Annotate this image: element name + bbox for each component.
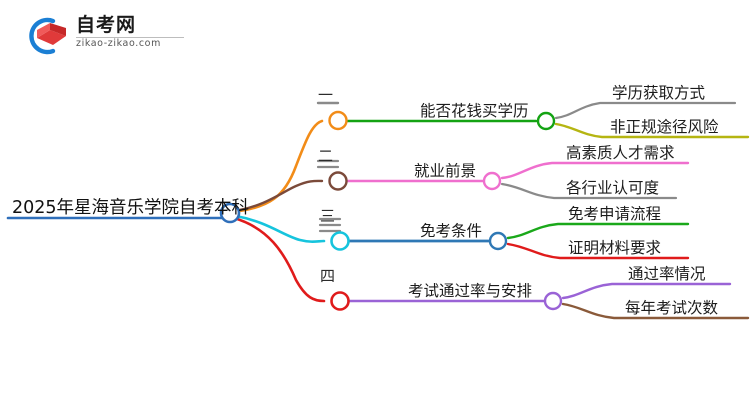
branch-2-stem xyxy=(232,179,324,213)
branch-4-leaf-2-label[interactable]: 每年考试次数 xyxy=(625,299,719,317)
branch-4-node xyxy=(330,291,350,311)
branch-3-leaf-2-line xyxy=(506,242,690,260)
branch-2-leaf-2-label[interactable]: 各行业认可度 xyxy=(566,179,660,197)
branch-1-stem xyxy=(230,119,324,214)
branch-4-leaf-1-line xyxy=(561,282,732,300)
branch-3-topic[interactable]: 免考条件 xyxy=(420,222,483,240)
branch-1-leaf-2-line xyxy=(554,122,750,139)
branch-1-leaf-2-label[interactable]: 非正规途径风险 xyxy=(610,118,719,136)
root-node xyxy=(219,202,241,224)
logo-url: zikao-zikao.com xyxy=(76,38,161,49)
branch-2-leaf-1-line xyxy=(500,161,690,180)
branch-3-leaf-1-line xyxy=(506,222,690,240)
branch-1-leaf-1-line xyxy=(554,101,737,120)
root-label[interactable]: 2025年星海音乐学院自考本科 xyxy=(12,198,250,218)
branch-1-topic[interactable]: 能否花钱买学历 xyxy=(420,102,529,120)
logo-divider xyxy=(76,37,184,38)
branch-3-node xyxy=(330,231,350,251)
logo-name-cn: 自考网 xyxy=(76,14,137,36)
branch-3-mid-node xyxy=(488,231,508,251)
branch-4-number[interactable]: 四 xyxy=(320,267,336,285)
branch-3-number[interactable]: 三 xyxy=(320,207,336,225)
site-logo: 自考网 zikao-zikao.com xyxy=(26,12,186,60)
branch-1-number[interactable]: 一 xyxy=(318,86,334,104)
branch-1-leaf-1-label[interactable]: 学历获取方式 xyxy=(612,84,706,102)
branch-2-mid-node xyxy=(482,171,502,191)
branch-1-node xyxy=(328,110,348,131)
branch-3-leaf-1-label[interactable]: 免考申请流程 xyxy=(568,205,662,223)
branch-4-leaf-2-line xyxy=(561,302,750,320)
branch-2-leaf-2-line xyxy=(500,182,678,200)
branch-3-stem xyxy=(234,214,326,243)
branch-2-leaf-1-label[interactable]: 高素质人才需求 xyxy=(566,144,675,162)
branch-3-leaf-2-label[interactable]: 证明材料要求 xyxy=(568,239,662,257)
branch-2-node xyxy=(328,171,348,191)
branch-2-number[interactable]: 二 xyxy=(318,147,334,165)
branch-4-leaf-1-label[interactable]: 通过率情况 xyxy=(628,265,706,283)
branch-1-mid-node xyxy=(536,111,556,131)
graduation-book-icon xyxy=(26,16,72,56)
branch-4-topic[interactable]: 考试通过率与安排 xyxy=(408,282,533,300)
branch-4-mid-node xyxy=(543,291,563,311)
branch-2-topic[interactable]: 就业前景 xyxy=(414,162,477,180)
branch-4-stem xyxy=(232,216,326,303)
logo-text: 自考网 zikao-zikao.com xyxy=(76,14,186,50)
